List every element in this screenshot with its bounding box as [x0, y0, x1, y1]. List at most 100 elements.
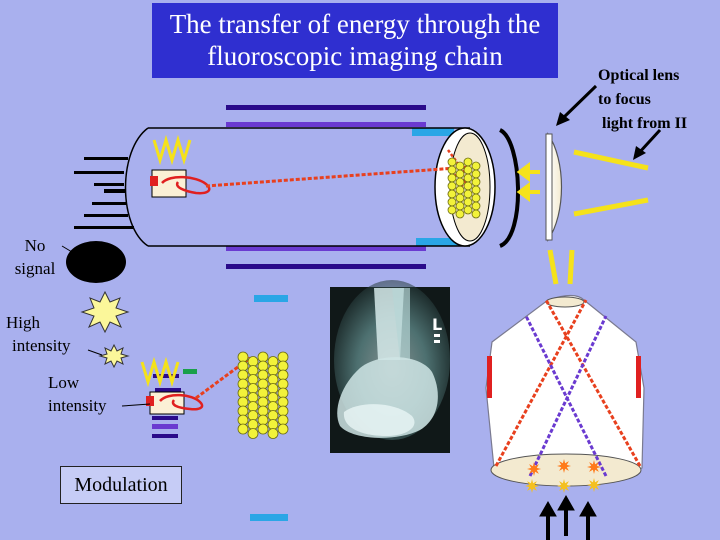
starburst-small-icon — [98, 343, 130, 369]
phosphor-crystal — [447, 205, 457, 215]
accent-bar-mid — [254, 295, 288, 302]
mod-coil-icon — [159, 393, 204, 411]
phosphor-crystal — [267, 383, 279, 394]
phosphor-crystal — [247, 419, 259, 430]
phosphor-crystal — [237, 405, 249, 417]
light-arrows-left — [516, 162, 540, 202]
phosphor-crystal — [257, 414, 269, 426]
focusing-electrodes — [74, 157, 134, 229]
phosphor-crystal — [237, 351, 249, 363]
electron-beam-path — [205, 165, 471, 188]
phosphor-crystal — [237, 360, 249, 372]
photoelectron-burst-icon — [587, 460, 601, 474]
modulation-detail — [121, 295, 289, 521]
electrode-left — [487, 356, 492, 398]
optical-lens-body — [545, 133, 553, 241]
low-intensity-label: Low intensity — [48, 371, 124, 417]
optical-lens-line-3: light from II — [602, 115, 688, 132]
phosphor-crystal — [257, 396, 269, 408]
phosphor-crystal — [247, 383, 259, 394]
optical-lens-line-1: Optical lens — [598, 67, 680, 84]
phosphor-crystal — [455, 193, 465, 203]
mod-phosphor-crystals — [237, 351, 289, 439]
phosphor-crystal — [267, 356, 279, 367]
ii-pointer-arrowhead — [633, 146, 646, 160]
xray-wave-icon — [152, 134, 192, 166]
low-intensity-line-2: intensity — [48, 396, 107, 415]
phosphor-crystal — [247, 356, 259, 367]
plate-top-inner — [226, 122, 426, 127]
arrow-up-icon — [539, 500, 557, 517]
mod-plate-blue — [152, 424, 178, 429]
phosphor-crystal — [237, 396, 249, 408]
title-line-1: The transfer of energy through the — [169, 9, 541, 39]
phosphor-crystal — [257, 387, 269, 399]
phosphor-crystal — [257, 405, 269, 417]
cross-section-input-phosphor — [490, 453, 642, 487]
mod-red-strip — [146, 396, 154, 406]
phosphor-crystal — [257, 369, 269, 381]
phosphor-crystal — [277, 405, 289, 417]
light-ray-down-right — [567, 249, 575, 285]
input-arrows — [539, 494, 597, 540]
tube-input-end — [124, 127, 149, 247]
phosphor-crystal — [247, 410, 259, 421]
lens-pointer-arrow — [559, 84, 598, 122]
phosphor-crystal — [463, 205, 473, 215]
phosphor-crystal — [237, 378, 249, 390]
photoelectron-burst-icon — [587, 478, 601, 492]
phosphor-crystal — [277, 360, 289, 372]
phosphor-crystal — [471, 161, 481, 171]
photoelectron-burst-icon — [557, 479, 571, 493]
accent-bar-bottom — [416, 238, 458, 246]
starburst-icon — [80, 290, 130, 334]
phosphor-crystal — [277, 387, 289, 399]
phosphor-crystal — [267, 410, 279, 421]
phosphor-crystal — [471, 177, 481, 187]
light-ray-down-left — [547, 249, 559, 285]
light-ray-bottom — [573, 197, 649, 217]
phosphor-crystal — [447, 173, 457, 183]
output-phosphor-crystals — [447, 157, 481, 219]
photoelectron-burst-icon — [557, 459, 571, 473]
phosphor-crystal — [455, 177, 465, 187]
phosphor-crystal — [471, 169, 481, 179]
phosphor-crystal — [463, 165, 473, 175]
accent-bar-top — [412, 128, 454, 136]
high-intensity-line-2: intensity — [12, 336, 71, 355]
phosphor-crystal — [455, 161, 465, 171]
plate-top-outer — [226, 105, 426, 110]
title-box: The transfer of energy through the fluor… — [152, 3, 558, 78]
phosphor-crystal — [257, 423, 269, 435]
phosphor-crystal — [447, 157, 457, 167]
phosphor-crystal — [447, 181, 457, 191]
photocathode-red-strip — [150, 176, 158, 186]
phosphor-crystal — [447, 197, 457, 207]
no-signal-blob — [66, 241, 126, 283]
phosphor-crystal — [257, 351, 269, 363]
phosphor-crystal — [447, 165, 457, 175]
phosphor-crystal — [463, 189, 473, 199]
ankle-radiograph-image: L — [330, 280, 450, 453]
phosphor-crystal — [237, 387, 249, 399]
tube-coil-icon — [161, 175, 211, 195]
high-intensity-label: High intensity — [6, 311, 90, 357]
phosphor-crystal — [247, 428, 259, 439]
phosphor-crystal — [237, 369, 249, 381]
phosphor-crystal — [247, 392, 259, 403]
no-signal-line-1: No — [24, 236, 46, 255]
phosphor-crystal — [277, 351, 289, 363]
phosphor-crystal — [463, 197, 473, 207]
modulation-box: Modulation — [60, 466, 182, 504]
phosphor-crystal — [471, 201, 481, 211]
phosphor-crystal — [463, 173, 473, 183]
plate-bottom-outer — [226, 264, 426, 269]
phosphor-crystal — [267, 392, 279, 403]
no-signal-line-2: signal — [14, 259, 56, 278]
cross-section-top-window — [545, 296, 585, 308]
title-line-2: fluoroscopic imaging chain — [207, 41, 503, 71]
phosphor-crystal — [247, 374, 259, 385]
mod-plate-upper — [155, 388, 181, 392]
phosphor-crystal — [237, 414, 249, 426]
